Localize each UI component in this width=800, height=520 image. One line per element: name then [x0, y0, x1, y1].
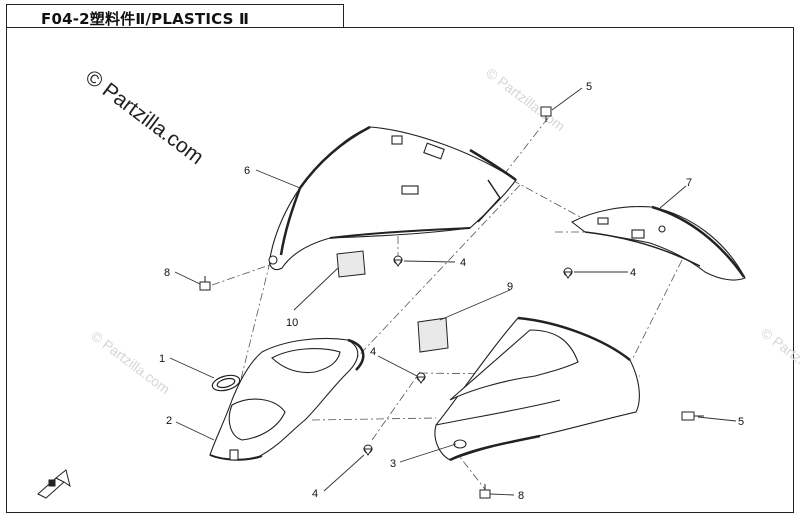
callout-number: 4	[630, 267, 636, 279]
callout-number: 4	[370, 346, 376, 358]
callout-number: 9	[507, 281, 513, 293]
title-box: F04-2塑料件Ⅱ/PLASTICS Ⅱ	[6, 4, 344, 28]
page-title: F04-2塑料件Ⅱ/PLASTICS Ⅱ	[41, 10, 250, 28]
fastener-clip-4b	[563, 267, 573, 279]
part-6-upper-cowl[interactable]	[268, 125, 517, 271]
callouts: 1 2 3 4 4 4 4 5 5 6 7 8 8 9 10	[159, 81, 744, 502]
part-7-side-panel[interactable]	[570, 205, 746, 281]
fastener-clip-4c	[416, 372, 426, 384]
fastener-clip-4d	[363, 444, 373, 456]
callout-number: 4	[312, 488, 318, 500]
callout-number: 2	[166, 415, 172, 427]
fastener-bolt-5a	[540, 106, 552, 122]
part-1-gasket[interactable]	[211, 373, 242, 394]
callout-number: 10	[286, 317, 298, 329]
fastener-screw-8b	[479, 484, 491, 499]
fasteners[interactable]	[199, 106, 704, 499]
leader-lines	[169, 87, 737, 496]
callout-number: 1	[159, 353, 165, 365]
callout-number: 6	[244, 165, 250, 177]
fastener-clip-4a	[393, 255, 403, 267]
diagram-frame	[6, 27, 794, 513]
callout-number: 8	[518, 490, 524, 502]
part-10-label[interactable]	[336, 250, 366, 278]
part-9-label[interactable]	[417, 317, 449, 353]
callout-number: 5	[738, 416, 744, 428]
part-2-lower-cover[interactable]	[209, 338, 365, 461]
callout-number: 7	[686, 177, 692, 189]
callout-number: 4	[460, 257, 466, 269]
watermark: © Partzilla.com	[81, 66, 208, 170]
watermark: © Partzilla.com	[758, 325, 800, 395]
fastener-screw-8a	[199, 276, 211, 291]
part-3-side-cover[interactable]	[434, 316, 640, 462]
callout-number: 5	[586, 81, 592, 93]
front-direction-arrow-icon	[37, 469, 71, 499]
callout-number: 3	[390, 458, 396, 470]
callout-number: 8	[164, 267, 170, 279]
watermark: © Partzilla.com	[483, 65, 568, 135]
fastener-bolt-5b	[681, 411, 704, 421]
